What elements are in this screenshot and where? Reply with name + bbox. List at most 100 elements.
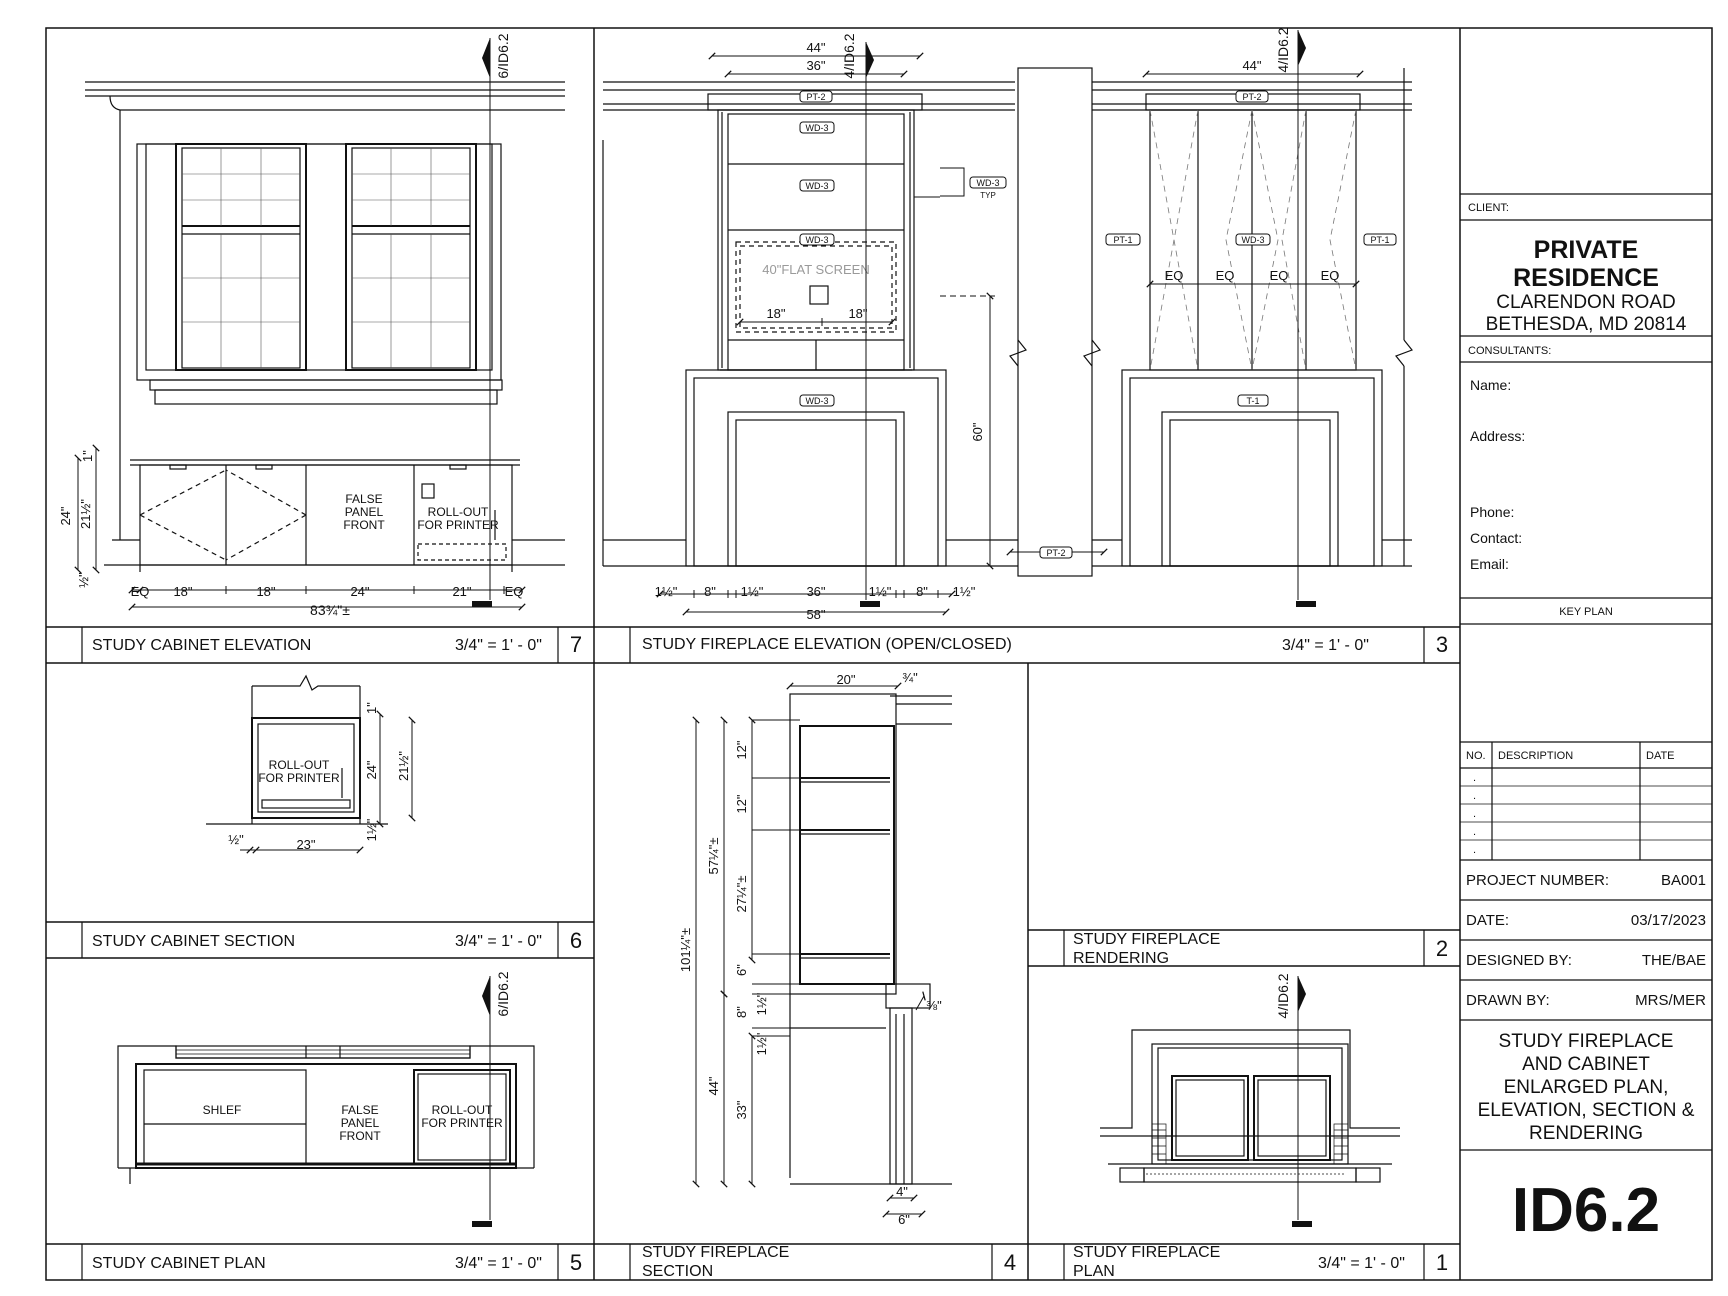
svg-text:4/ID6.2: 4/ID6.2: [1275, 973, 1291, 1018]
title-strip-dividers: [81, 627, 1425, 1280]
client-address-2: BETHESDA, MD 20814: [1485, 314, 1687, 335]
drawing-titles: STUDY CABINET ELEVATION 3/4" = 1' - 0" 7…: [92, 632, 1448, 1280]
svg-text:12": 12": [734, 794, 749, 813]
number-2: 2: [1436, 936, 1448, 961]
number-1: 1: [1436, 1250, 1448, 1275]
scale-5: 3/4" = 1' - 0": [455, 1255, 542, 1272]
svg-text:FRONT: FRONT: [343, 518, 385, 532]
svg-text:½": ½": [76, 572, 91, 588]
title-6: STUDY CABINET SECTION: [92, 933, 295, 950]
svg-text:ROLL-OUT: ROLL-OUT: [428, 505, 489, 519]
title-3: STUDY FIREPLACE ELEVATION (OPEN/CLOSED): [642, 636, 1012, 653]
svg-text:PT-2: PT-2: [1242, 92, 1261, 102]
rev-header-no: NO.: [1466, 750, 1486, 762]
scale-6: 3/4" = 1' - 0": [455, 933, 542, 950]
title-block-lines: [1460, 193, 1712, 1151]
svg-text:WD-3: WD-3: [1242, 235, 1265, 245]
consultant-phone-label: Phone:: [1470, 504, 1515, 520]
svg-text:58": 58": [806, 607, 825, 622]
svg-text:23": 23": [296, 837, 315, 852]
material-tag-text: PT-2 WD-3 WD-3 WD-3 WD-3 TYP WD-3 PT-2 P…: [806, 92, 1390, 558]
svg-text:⅜": ⅜": [926, 998, 942, 1013]
svg-text:FOR PRINTER: FOR PRINTER: [417, 518, 499, 532]
svg-text:101¼"±: 101¼"±: [678, 928, 693, 972]
date-label: DATE:: [1466, 912, 1510, 929]
svg-text:WD-3: WD-3: [806, 123, 829, 133]
drawn-by-value: MRS/MER: [1635, 992, 1706, 1009]
svg-text:18": 18": [848, 306, 867, 321]
scale-7: 3/4" = 1' - 0": [455, 637, 542, 654]
svg-text:8": 8": [916, 584, 928, 599]
sheet-title-line: STUDY FIREPLACE: [1498, 1031, 1674, 1052]
svg-text:6": 6": [734, 964, 749, 976]
rev-row-mark: .: [1473, 844, 1477, 856]
sheet-title-line: ELEVATION, SECTION &: [1477, 1100, 1695, 1121]
svg-text:EQ: EQ: [1165, 268, 1184, 283]
client-label: CLIENT:: [1468, 202, 1509, 214]
svg-text:FRONT: FRONT: [339, 1129, 381, 1143]
designed-by-value: THE/BAE: [1641, 952, 1706, 969]
svg-text:24": 24": [350, 584, 369, 599]
svg-text:1½": 1½": [953, 584, 976, 599]
number-5: 5: [570, 1250, 582, 1275]
svg-text:4/ID6.2: 4/ID6.2: [841, 33, 857, 78]
svg-text:EQ: EQ: [1270, 268, 1289, 283]
consultant-contact-label: Contact:: [1470, 530, 1523, 546]
svg-text:57¼"±: 57¼"±: [706, 837, 721, 874]
svg-text:EQ: EQ: [1321, 268, 1340, 283]
title-1b: PLAN: [1073, 1263, 1115, 1280]
svg-text:WD-3: WD-3: [977, 178, 1000, 188]
svg-text:1": 1": [80, 450, 95, 462]
rev-header-description: DESCRIPTION: [1498, 750, 1574, 762]
svg-text:1½": 1½": [364, 818, 379, 841]
drawn-by-label: DRAWN BY:: [1466, 992, 1550, 1009]
date-value: 03/17/2023: [1630, 912, 1706, 929]
svg-text:¾": ¾": [902, 670, 918, 685]
svg-text:6/ID6.2: 6/ID6.2: [495, 33, 511, 78]
sheet-title-line: RENDERING: [1528, 1123, 1643, 1144]
section-marker-6-plan: 6/ID6.2: [472, 971, 511, 1227]
svg-text:TYP: TYP: [980, 191, 996, 200]
svg-text:20": 20": [836, 672, 855, 687]
svg-text:1½": 1½": [655, 584, 678, 599]
svg-text:PT-1: PT-1: [1113, 235, 1132, 245]
consultant-email-label: Email:: [1470, 556, 1509, 572]
svg-text:PANEL: PANEL: [341, 1116, 380, 1130]
title-4b: SECTION: [642, 1263, 713, 1280]
svg-text:44": 44": [706, 1076, 721, 1095]
section-marker-4-elev-closed: 4/ID6.2: [1275, 27, 1316, 607]
study-fireplace-plan: [1100, 1029, 1400, 1183]
number-7: 7: [570, 632, 582, 657]
section-marker-4-plan: 4/ID6.2: [1275, 973, 1312, 1227]
sheet-title-line: ENLARGED PLAN,: [1503, 1077, 1669, 1098]
svg-text:1½": 1½": [754, 992, 769, 1015]
study-fireplace-section-text: 20" ¾" 12" 12" 57¼"± 27¼"± 101¼"± 6" 1½"…: [678, 670, 942, 1227]
svg-text:8": 8": [704, 584, 716, 599]
svg-text:WD-3: WD-3: [806, 181, 829, 191]
svg-text:EQ: EQ: [505, 584, 524, 599]
svg-text:FOR PRINTER: FOR PRINTER: [258, 771, 340, 785]
project-number-label: PROJECT NUMBER:: [1466, 872, 1610, 889]
rev-row-mark: .: [1473, 772, 1477, 784]
svg-text:21½": 21½": [78, 499, 93, 529]
svg-text:44": 44": [806, 40, 825, 55]
client-address-1: CLARENDON ROAD: [1496, 292, 1676, 313]
svg-text:PT-2: PT-2: [806, 92, 825, 102]
svg-text:4": 4": [896, 1184, 908, 1199]
fireplace-plan-hatch: [1146, 1123, 1349, 1175]
study-cabinet-plan-text: SHLEF FALSE PANEL FRONT ROLL-OUT FOR PRI…: [203, 1103, 503, 1143]
scale-1: 3/4" = 1' - 0": [1318, 1255, 1405, 1272]
scale-3: 3/4" = 1' - 0": [1282, 637, 1369, 654]
title-4a: STUDY FIREPLACE: [642, 1244, 789, 1261]
svg-text:EQ: EQ: [131, 584, 150, 599]
study-cabinet-elevation: [74, 81, 565, 611]
key-plan-label: KEY PLAN: [1559, 606, 1613, 618]
study-fireplace-elevation: [602, 52, 1413, 616]
svg-text:6/ID6.2: 6/ID6.2: [495, 971, 511, 1016]
svg-text:44": 44": [1242, 58, 1261, 73]
material-tags: [799, 90, 1397, 559]
title-5: STUDY CABINET PLAN: [92, 1255, 266, 1272]
svg-text:PT-1: PT-1: [1370, 235, 1389, 245]
title-7: STUDY CABINET ELEVATION: [92, 637, 311, 654]
consultant-address-label: Address:: [1470, 428, 1526, 444]
